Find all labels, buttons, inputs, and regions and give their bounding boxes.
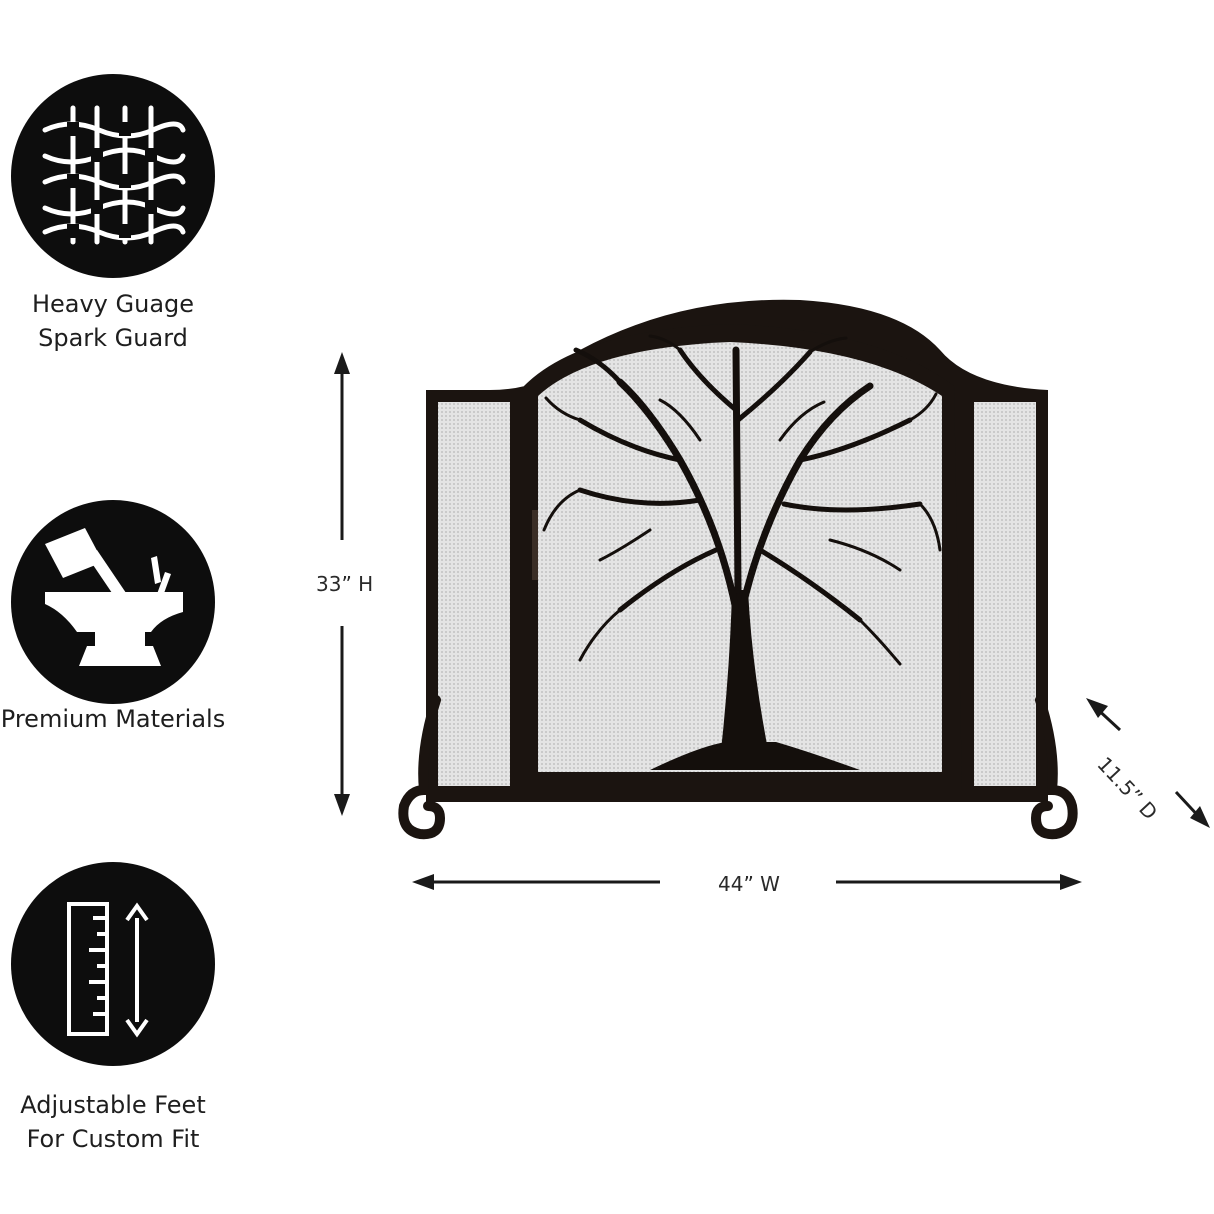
fireplace-screen-graphic (398, 299, 1078, 840)
fireplace-screen-image (380, 290, 1080, 850)
door-foot-left (632, 778, 652, 792)
feature-line: Spark Guard (38, 324, 188, 352)
door-foot-right (846, 778, 866, 792)
feature-line: Premium Materials (0, 705, 226, 733)
feature-line: Heavy Guage (31, 290, 195, 318)
width-dimension-label: 44” W (718, 872, 780, 896)
woven-mesh-icon (42, 105, 186, 245)
feature-label-spark-guard: Heavy Guage Spark Guard (0, 287, 226, 355)
height-dimension-label: 33” H (316, 572, 374, 596)
ruler-adjust-badge (11, 862, 215, 1066)
feature-line: Adjustable Feet (20, 1091, 206, 1119)
woven-mesh-badge (11, 74, 215, 278)
left-side-panel (438, 402, 510, 786)
depth-arrowhead-down (1190, 806, 1210, 828)
width-arrowhead-left (412, 874, 434, 890)
depth-arrowhead-up (1086, 698, 1108, 718)
ruler-adjust-icon (67, 902, 149, 1038)
right-foot (1030, 695, 1078, 840)
height-arrowhead-up (334, 352, 350, 374)
feature-line: For Custom Fit (26, 1125, 200, 1153)
hammer-anvil-badge (11, 500, 215, 704)
bottom-rail (426, 790, 1048, 802)
feature-label-materials: Premium Materials (0, 702, 226, 736)
feature-label-adjustable-feet: Adjustable Feet For Custom Fit (0, 1088, 226, 1156)
height-arrowhead-down (334, 794, 350, 816)
hammer-anvil-icon (45, 528, 183, 666)
left-foot (398, 695, 446, 840)
right-side-panel (974, 402, 1036, 786)
width-arrowhead-right (1060, 874, 1082, 890)
door-handle (532, 510, 538, 580)
tree-silhouette (542, 334, 942, 770)
